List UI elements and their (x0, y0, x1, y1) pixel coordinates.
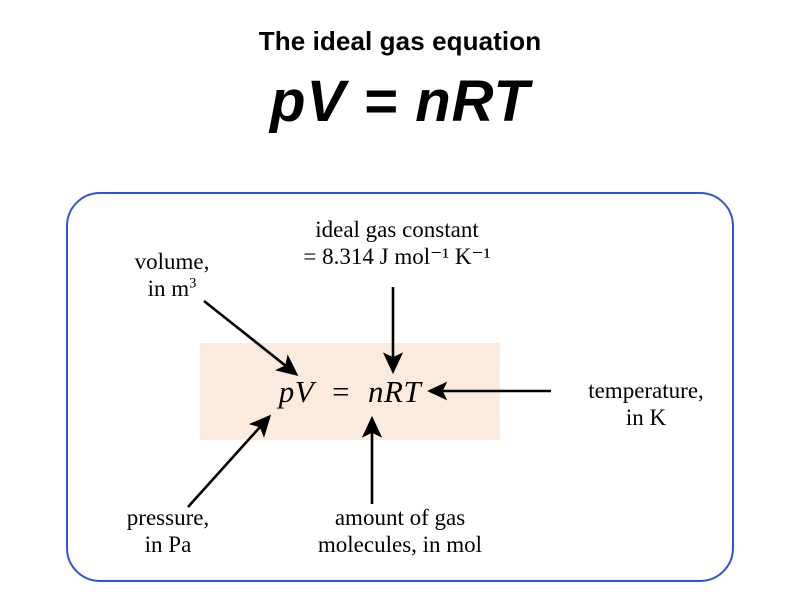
callout-volume-line2: in m3 (112, 275, 232, 302)
center-equation: pV = nRT (278, 373, 422, 409)
headline-equation: pV = nRT (270, 69, 530, 134)
callout-pressure: pressure, in Pa (108, 504, 228, 558)
callout-temperature-line1: temperature, (588, 378, 704, 403)
callout-amount-line1: amount of gas (334, 505, 466, 530)
callout-pressure-line2: in Pa (144, 532, 192, 558)
callout-constant-line1: ideal gas constant (315, 217, 479, 242)
callout-volume-unit: in m (147, 276, 190, 302)
callout-amount-line2: molecules, in mol (317, 532, 483, 558)
callout-volume-line1: volume, (134, 249, 210, 274)
callout-constant-line2: = 8.314 J mol⁻¹ K⁻¹ (303, 244, 491, 270)
callout-amount-of-gas: amount of gas molecules, in mol (286, 504, 514, 558)
page-title: The ideal gas equation (258, 26, 542, 56)
callout-temperature-line2: in K (625, 405, 667, 431)
callout-volume-exponent: 3 (189, 275, 197, 292)
diagram-panel (66, 192, 734, 582)
callout-ideal-gas-constant: ideal gas constant = 8.314 J mol⁻¹ K⁻¹ (272, 216, 522, 270)
callout-pressure-line1: pressure, (126, 505, 210, 530)
callout-volume: volume, in m3 (112, 248, 232, 302)
callout-temperature: temperature, in K (556, 377, 736, 431)
